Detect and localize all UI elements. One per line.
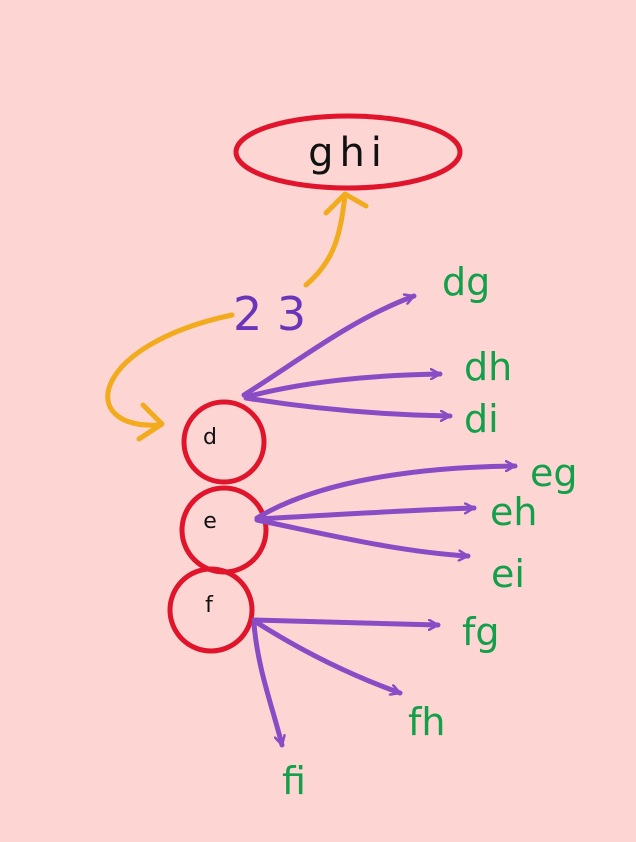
node-ghi-label: ghi: [308, 130, 388, 176]
combo-fi: fi: [282, 759, 306, 803]
node-e-outline: [179, 485, 269, 575]
arrow-e-to-eh: [254, 508, 477, 522]
combo-di: di: [464, 397, 499, 441]
node-ghi-outline: [233, 113, 463, 191]
node-d-outline: [181, 399, 267, 485]
combo-dg: dg: [442, 260, 490, 304]
arrow-e-to-ei: [254, 517, 471, 556]
orange-arrowhead-d: [136, 402, 165, 442]
arrow-e-to-eg: [254, 466, 518, 521]
arrow-f-to-fi: [251, 621, 282, 748]
combo-fh: fh: [408, 700, 445, 744]
combo-fg: fg: [462, 610, 500, 654]
arrow-d-to-dh: [243, 374, 443, 400]
digits-label: 2 3: [233, 287, 306, 341]
node-f-label: f: [205, 593, 214, 618]
arrow-f-to-fg: [251, 617, 441, 625]
combo-dh: dh: [464, 345, 512, 389]
orange-arrow-to-ghi: [303, 193, 348, 288]
combo-ei: ei: [491, 552, 525, 596]
node-e-label: e: [203, 509, 217, 534]
node-d-label: d: [203, 425, 217, 450]
combo-eg: eg: [530, 451, 578, 495]
combo-eh: eh: [490, 490, 537, 534]
arrow-d-to-di: [243, 395, 453, 416]
orange-arrow-to-d: [105, 312, 235, 428]
node-f-outline: [167, 566, 255, 654]
arrow-f-to-fh: [253, 619, 403, 693]
orange-arrowhead-ghi: [323, 191, 369, 216]
arrow-d-to-dg: [241, 296, 417, 398]
